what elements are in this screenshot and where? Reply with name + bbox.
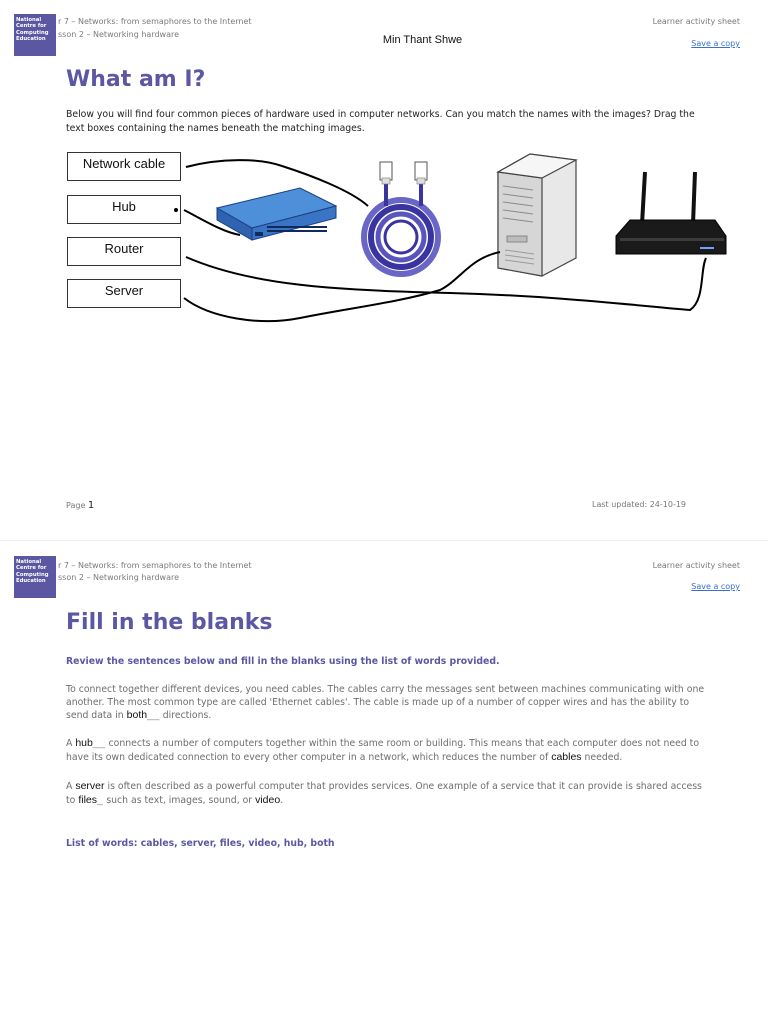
paragraph-cables: To connect together different devices, y…: [66, 684, 706, 723]
paragraph-text: is often described as a powerful compute…: [66, 781, 702, 806]
blank-input-files[interactable]: files_: [78, 794, 103, 807]
word-list: List of words: cables, server, files, vi…: [66, 838, 335, 849]
blank-input-hub[interactable]: hub__: [75, 737, 105, 750]
blank-value: files: [78, 793, 97, 806]
logo-line: National: [16, 559, 42, 565]
logo-line: Education: [16, 36, 46, 43]
blank-input-both[interactable]: both__: [127, 709, 160, 722]
header-sheet-type: Learner activity sheet: [652, 17, 740, 26]
label-server[interactable]: Server: [67, 279, 181, 308]
logo-line: Centre for: [16, 23, 47, 30]
blank-underline: __: [147, 709, 160, 722]
header-lesson: sson 2 – Networking hardware: [58, 573, 180, 582]
label-router[interactable]: Router: [67, 237, 181, 266]
blank-input-server[interactable]: server: [75, 780, 104, 793]
header-unit: r 7 – Networks: from semaphores to the I…: [58, 17, 252, 26]
blank-value: server: [75, 780, 105, 792]
header-unit: r 7 – Networks: from semaphores to the I…: [58, 561, 252, 570]
blank-value: both: [126, 709, 148, 722]
page-divider: [0, 540, 768, 541]
paragraph-text: directions.: [162, 710, 212, 722]
blank-input-video[interactable]: video: [255, 794, 280, 807]
server-image: [496, 153, 578, 277]
blank-value: video: [255, 793, 281, 806]
page-title: Fill in the blanks: [66, 610, 273, 635]
label-hub[interactable]: Hub: [67, 195, 181, 224]
blank-underline: _: [97, 793, 104, 806]
student-name: Min Thant Shwe: [382, 34, 463, 46]
page-label: Page: [66, 501, 86, 510]
instructions: Below you will find four common pieces o…: [66, 109, 695, 134]
hub-image: [215, 187, 338, 241]
paragraph-hub: A hub__ connects a number of computers t…: [66, 737, 706, 764]
paragraph-server: A server is often described as a powerfu…: [66, 780, 706, 807]
ncce-logo: National Centre for Computing Education: [14, 14, 56, 56]
logo-line: Computing: [16, 29, 49, 36]
router-image: [615, 171, 727, 255]
network-cable-image: [361, 161, 441, 277]
header-sheet-type: Learner activity sheet: [652, 561, 740, 570]
paragraph-text: connects a number of computers together …: [66, 738, 700, 763]
paragraph-text: To connect together different devices, y…: [66, 684, 705, 722]
paragraph-text: A: [66, 781, 73, 792]
blank-value: cables: [551, 750, 582, 763]
page-number: Page 1: [66, 500, 94, 511]
save-copy-link[interactable]: Save a copy: [691, 39, 740, 48]
header-lesson: sson 2 – Networking hardware: [58, 30, 180, 39]
page-number-value: 1: [87, 500, 95, 511]
paragraph-text: .: [280, 794, 284, 806]
page-title: What am I?: [66, 67, 206, 92]
drawn-lines: [174, 159, 707, 323]
logo-line: Centre for: [16, 565, 47, 572]
blank-underline: __: [92, 737, 106, 749]
hardware-illustrations: [174, 153, 727, 323]
save-copy-link[interactable]: Save a copy: [691, 582, 740, 591]
paragraph-text: A: [66, 738, 73, 749]
last-updated: Last updated: 24-10-19: [592, 500, 687, 509]
logo-line: Computing: [16, 571, 49, 578]
blank-value: hub: [75, 737, 93, 749]
instructions-subtitle: Review the sentences below and fill in t…: [66, 656, 500, 667]
logo-line: National: [16, 17, 42, 23]
logo-line: Education: [16, 578, 46, 585]
label-network-cable[interactable]: Network cable: [67, 152, 181, 181]
paragraph-text: needed.: [584, 751, 623, 763]
ncce-logo: National Centre for Computing Education: [14, 556, 56, 598]
paragraph-text: such as text, images, sound, or: [106, 794, 253, 806]
blank-input-cables[interactable]: cables: [551, 751, 581, 764]
